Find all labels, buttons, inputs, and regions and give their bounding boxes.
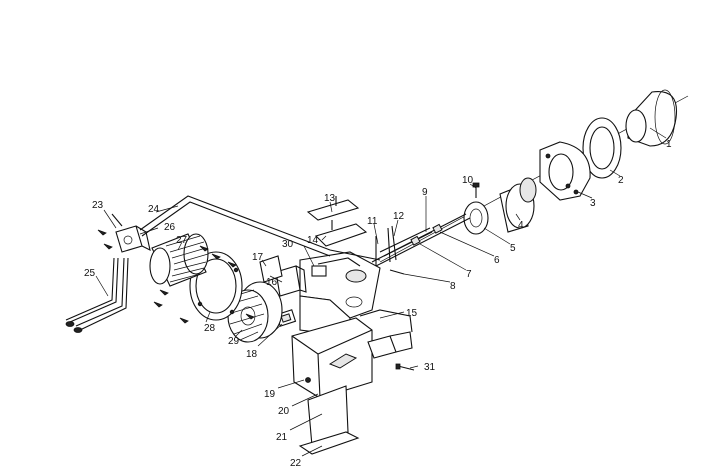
- part-label-9: 9: [422, 187, 428, 198]
- mounting-flange: [539, 141, 591, 201]
- part-label-12: 12: [393, 211, 405, 222]
- part-label-1: 1: [666, 139, 672, 150]
- part-label-23: 23: [92, 200, 104, 211]
- part-label-31: 31: [424, 362, 436, 373]
- blast-tube: [625, 89, 678, 147]
- fastener-screws: [97, 229, 255, 324]
- screws-13: [331, 196, 337, 230]
- fitting-23: [111, 213, 123, 227]
- part-label-10: 10: [462, 175, 474, 186]
- oil-pump: [115, 225, 151, 253]
- combustion-head: [499, 177, 537, 233]
- screw-part-10: [472, 182, 480, 198]
- part-label-22: 22: [290, 458, 302, 469]
- part-label-25: 25: [84, 268, 96, 279]
- part-label-11: 11: [367, 216, 378, 227]
- base-plate: [298, 385, 360, 455]
- motor: [149, 233, 209, 287]
- screw-part-8: [389, 269, 405, 275]
- part-label-2: 2: [618, 175, 624, 186]
- part-label-24: 24: [148, 204, 160, 215]
- part-label-20: 20: [278, 406, 290, 417]
- part-label-30: 30: [282, 239, 294, 250]
- part-label-28: 28: [204, 323, 216, 334]
- gasket-plate-14: [314, 223, 368, 247]
- screw-part-31: [395, 363, 415, 371]
- part-label-29: 29: [228, 336, 240, 347]
- connector-30: [311, 265, 327, 277]
- part-labels: 1 2 3 4 5 6 7 8 9 10 11 12 13 14 15 16 1…: [84, 139, 672, 469]
- part-label-5: 5: [510, 243, 516, 254]
- part-label-21: 21: [276, 432, 288, 443]
- part-label-26: 26: [164, 222, 176, 233]
- nozzle-rod-assembly: [371, 213, 471, 268]
- part-label-15: 15: [406, 308, 418, 319]
- leader-lines: [95, 127, 667, 457]
- part-label-19: 19: [264, 389, 276, 400]
- cover-plate-13: [306, 199, 360, 221]
- part-label-13: 13: [324, 193, 336, 204]
- ignition-transformer: [359, 309, 413, 359]
- oil-line: [139, 195, 381, 261]
- part-label-18: 18: [246, 349, 258, 360]
- part-label-4: 4: [518, 220, 524, 231]
- part-label-6: 6: [494, 255, 500, 266]
- gasket-ring: [582, 117, 622, 179]
- part-label-14: 14: [307, 235, 319, 246]
- flexible-hoses: [65, 257, 129, 333]
- front-cover: [291, 317, 373, 399]
- relay-17: [259, 255, 283, 283]
- part-label-8: 8: [450, 281, 456, 292]
- part-label-16: 16: [266, 277, 278, 288]
- part-label-27: 27: [176, 235, 188, 246]
- part-label-17: 17: [252, 252, 264, 263]
- part-label-3: 3: [590, 198, 596, 209]
- part-label-7: 7: [466, 269, 472, 280]
- diffuser-disc: [463, 201, 489, 235]
